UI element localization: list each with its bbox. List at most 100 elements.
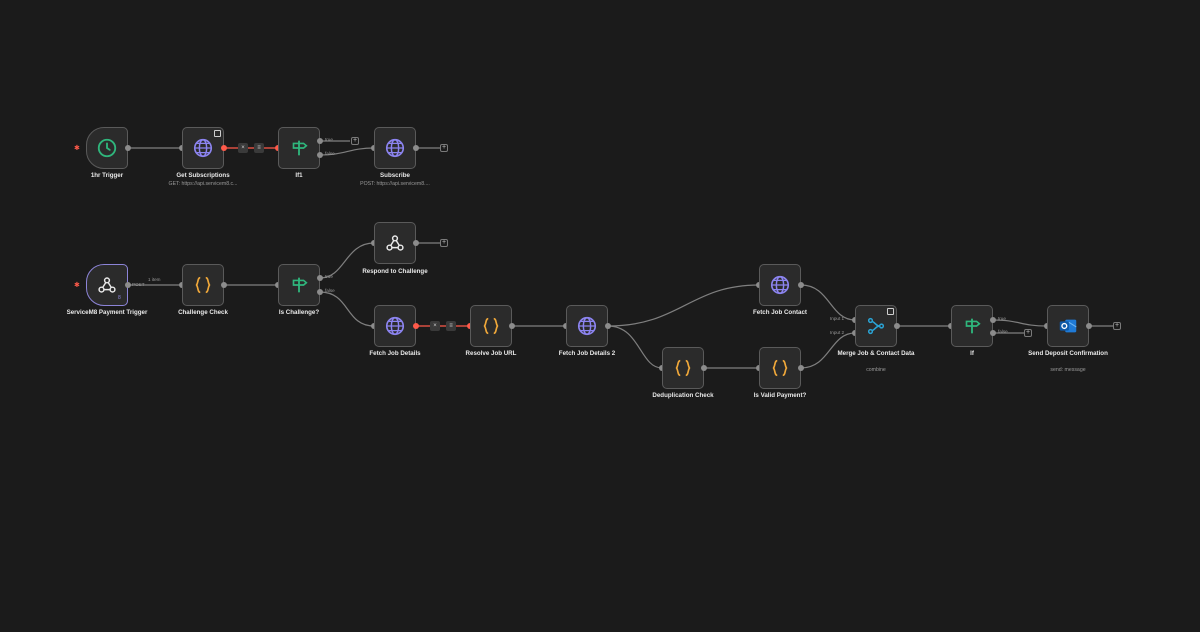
connection-menu-button[interactable]: ≡ [446,321,456,331]
output-port-true[interactable] [317,138,323,144]
output-port-true[interactable] [317,275,323,281]
delete-connection-button[interactable]: × [238,143,248,153]
node-if[interactable] [951,305,993,347]
signpost-icon [288,137,310,159]
port-label: POST [132,282,145,287]
node-label: If [970,350,974,357]
wire-if-true-send [992,319,1048,327]
subworkflow-icon [887,308,894,315]
add-node-button[interactable]: + [1113,322,1121,330]
output-port[interactable] [701,365,707,371]
wire-fetchcontact-merge [800,284,856,321]
output-port-false[interactable] [317,289,323,295]
node-deduplication-check[interactable] [662,347,704,389]
signpost-icon [961,315,983,337]
node-fetch-job-details-2[interactable] [566,305,608,347]
wire-if1-false-subscribe [319,147,375,156]
output-port[interactable] [605,323,611,329]
wire-ischallenge-true-respond [319,242,375,279]
port-label: true [325,137,333,142]
output-port[interactable] [798,365,804,371]
node-fetch-job-details[interactable] [374,305,416,347]
node-subtitle: POST: https://api.servicem8.... [360,181,430,187]
output-port[interactable] [894,323,900,329]
output-port[interactable] [798,282,804,288]
globe-icon [192,137,214,159]
output-port[interactable] [125,282,131,288]
output-port[interactable] [125,145,131,151]
node-label: Is Challenge? [278,309,320,316]
node-merge-job-contact-data[interactable] [855,305,897,347]
globe-icon [576,315,598,337]
node-label: Fetch Job Contact [753,309,807,316]
node-label: ServiceM8 Payment Trigger [66,309,148,316]
globe-icon [769,274,791,296]
connection-menu-button[interactable]: ≡ [254,143,264,153]
output-port[interactable] [413,323,419,329]
node-servicem8-payment-trigger[interactable] [86,264,128,306]
port-label: false [325,288,335,293]
trigger-marker-icon: ✱ [74,282,80,289]
node-respond-to-challenge[interactable] [374,222,416,264]
execution-count-badge: 8 [118,295,121,301]
node-subscribe[interactable] [374,127,416,169]
delete-connection-button[interactable]: × [430,321,440,331]
trigger-marker-icon: ✱ [74,145,80,152]
code-braces-icon [192,274,214,296]
node-is-challenge[interactable] [278,264,320,306]
node-label: Challenge Check [178,309,228,316]
code-braces-icon [480,315,502,337]
port-label: true [325,274,333,279]
output-port[interactable] [509,323,515,329]
add-node-button[interactable]: + [351,137,359,145]
node-label: Fetch Job Details 2 [558,350,616,357]
port-label: Input 1 [830,316,845,321]
node-is-valid-payment[interactable] [759,347,801,389]
globe-icon [384,315,406,337]
add-node-button[interactable]: + [1024,329,1032,337]
node-send-deposit-confirmation[interactable] [1047,305,1089,347]
output-port-true[interactable] [990,317,996,323]
signpost-icon [288,274,310,296]
merge-icon [865,315,887,337]
node-label: Fetch Job Details [369,350,421,357]
code-braces-icon [769,357,791,379]
node-challenge-check[interactable] [182,264,224,306]
node-label: 1hr Trigger [90,172,124,179]
code-braces-icon [672,357,694,379]
output-port[interactable] [1086,323,1092,329]
node-get-subscriptions[interactable] [182,127,224,169]
output-port[interactable] [221,282,227,288]
node-label: Resolve Job URL [465,350,517,357]
node-subtitle: GET: https://api.servicem8.c... [168,181,238,187]
output-port-false[interactable] [317,152,323,158]
node-label: Deduplication Check [652,392,714,399]
node-label: Is Valid Payment? [753,392,807,399]
wire-fetchjob2-dedupe [607,325,663,369]
wire-isvalid-merge [800,332,856,369]
port-label: false [325,151,335,156]
output-port[interactable] [413,145,419,151]
node-if1[interactable] [278,127,320,169]
node-subtitle: combine [866,367,886,373]
node-resolve-job-url[interactable] [470,305,512,347]
webhook-icon [96,274,118,296]
node-label: Merge Job & Contact Data [837,350,915,357]
node-subtitle: send: message [1050,367,1086,373]
wire-fetchjob2-fetchcontact [607,284,760,327]
items-count-label: 1 item [148,277,161,282]
node-fetch-job-contact[interactable] [759,264,801,306]
add-node-button[interactable]: + [440,144,448,152]
webhook-icon [384,232,406,254]
node-label: Respond to Challenge [362,268,428,275]
node-1hr-trigger[interactable] [86,127,128,169]
output-port-false[interactable] [990,330,996,336]
output-port[interactable] [413,240,419,246]
outlook-icon [1057,315,1079,337]
add-node-button[interactable]: + [440,239,448,247]
wire-ischallenge-false-fetchjob [319,291,375,327]
output-port[interactable] [221,145,227,151]
node-label: Subscribe [380,172,410,179]
globe-icon [384,137,406,159]
